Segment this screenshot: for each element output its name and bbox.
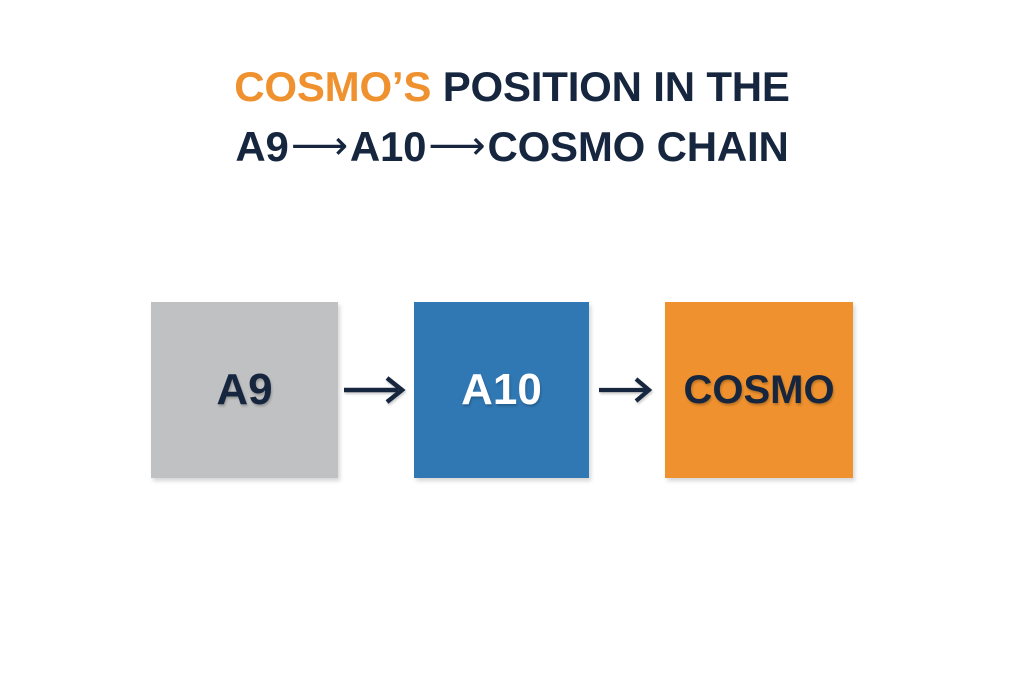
- chain-connector-a9-to-a10: [338, 370, 414, 410]
- chain-node-cosmo-label: COSMO: [683, 368, 835, 412]
- page-title: COSMO’S POSITION IN THE A9⟶A10⟶COSMO CHA…: [0, 58, 1024, 176]
- title-arrow-right-icon-2: ⟶: [428, 123, 486, 168]
- arrow-right-icon: [342, 376, 410, 404]
- chain-node-a9[interactable]: A9: [151, 302, 338, 478]
- arrow-right-icon: [597, 377, 657, 403]
- title-line-2: A9⟶A10⟶COSMO CHAIN: [0, 118, 1024, 176]
- title-brand-word: COSMO’S: [234, 63, 432, 110]
- chain-node-a10[interactable]: A10: [414, 302, 589, 478]
- title-line-1: COSMO’S POSITION IN THE: [0, 58, 1024, 116]
- chain-connector-a10-to-cosmo: [589, 370, 665, 410]
- title-node-a10: A10: [349, 122, 427, 170]
- chain-diagram: A9 A10 COSMO: [151, 302, 873, 480]
- chain-node-cosmo[interactable]: COSMO: [665, 302, 853, 478]
- title-node-a9: A9: [235, 122, 289, 170]
- title-line-1-rest: POSITION IN THE: [431, 63, 790, 110]
- title-node-cosmo: COSMO CHAIN: [487, 122, 789, 170]
- chain-node-a10-label: A10: [461, 365, 542, 414]
- chain-node-a9-label: A9: [216, 365, 273, 414]
- title-arrow-right-icon-1: ⟶: [290, 123, 348, 168]
